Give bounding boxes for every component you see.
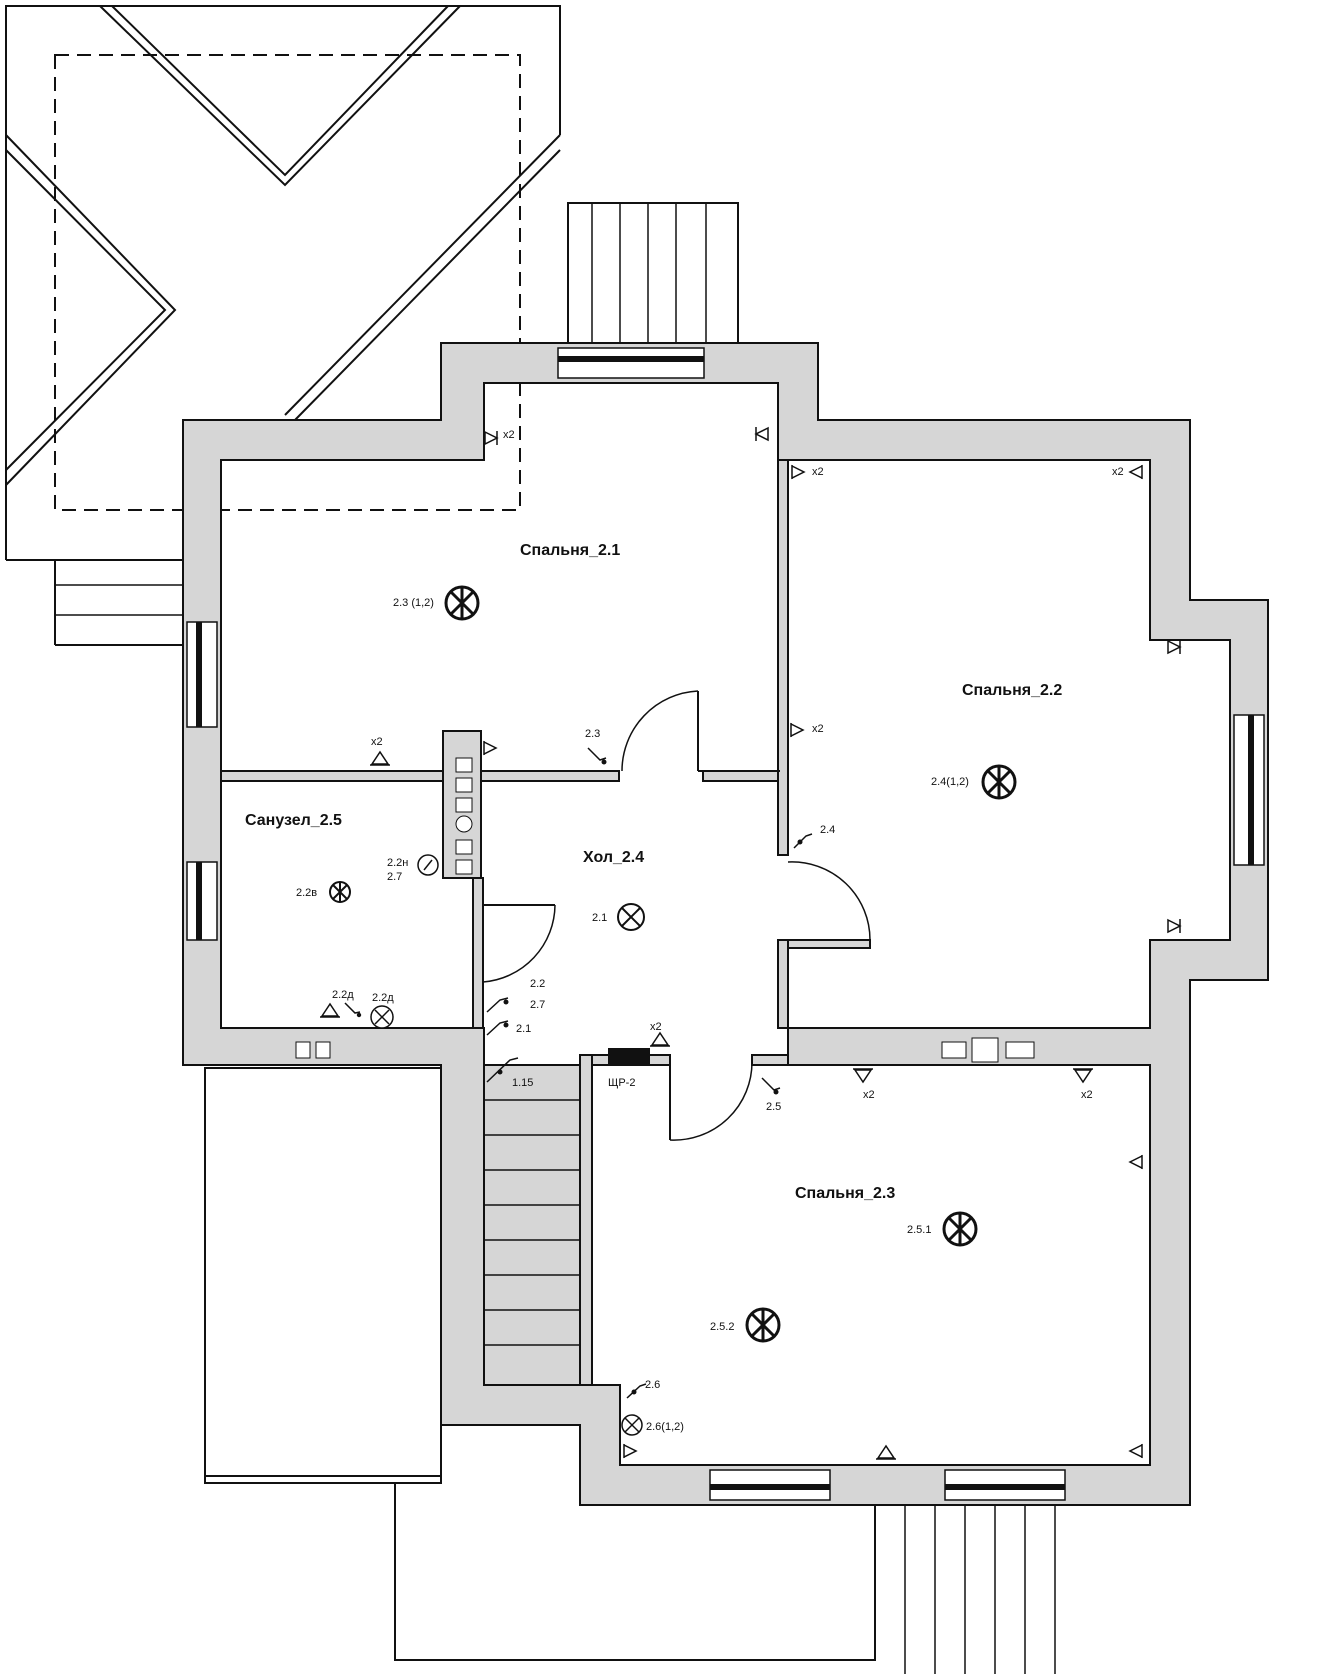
label-2-4-12: 2.4(1,2) — [931, 776, 969, 788]
label-2-6-12: 2.6(1,2) — [646, 1421, 684, 1433]
ceiling-light-icon — [745, 1307, 781, 1343]
switch-icon — [344, 747, 813, 1399]
exterior-walls — [182, 342, 1269, 1506]
room-bedroom-2-1: Спальня_2.1 — [520, 542, 620, 559]
annex-outlines — [204, 1067, 1056, 1674]
label-2-2d-a: 2.2д — [332, 989, 354, 1001]
label-x2: x2 — [1112, 466, 1124, 478]
vent-block-bath — [295, 1041, 331, 1059]
label-2-7-switch: 2.7 — [530, 999, 545, 1011]
label-2-2d-b: 2.2д — [372, 992, 394, 1004]
label-x2: x2 — [863, 1089, 875, 1101]
windows — [186, 347, 1265, 1501]
label-2-1-light: 2.1 — [592, 912, 607, 924]
label-2-7-a: 2.7 — [387, 871, 402, 883]
electrical-panel — [608, 1048, 650, 1066]
label-x2: x2 — [371, 736, 383, 748]
label-2-3-switch: 2.3 — [585, 728, 600, 740]
label-1-15: 1.15 — [512, 1077, 533, 1089]
label-x2: x2 — [503, 429, 515, 441]
label-2-5-2: 2.5.2 — [710, 1321, 734, 1333]
ceiling-light-icon — [329, 881, 351, 903]
label-x2: x2 — [812, 466, 824, 478]
ceiling-light-icon — [981, 764, 1017, 800]
ceiling-light-icon — [942, 1211, 978, 1247]
wall-lamp-icon — [621, 1414, 643, 1436]
vent-block — [455, 757, 473, 875]
room-bathroom-2-5: Санузел_2.5 — [245, 812, 342, 829]
ceiling-light-icon — [444, 585, 480, 621]
outlet-icon — [320, 426, 1182, 1460]
label-2-2-switch: 2.2 — [530, 978, 545, 990]
door-swings — [482, 690, 871, 1141]
hall-light-icon — [617, 903, 645, 931]
label-2-5-switch: 2.5 — [766, 1101, 781, 1113]
label-x2: x2 — [650, 1021, 662, 1033]
fan-icon — [417, 854, 439, 876]
label-2-3-12: 2.3 (1,2) — [393, 597, 434, 609]
label-2-6-switch: 2.6 — [645, 1379, 660, 1391]
label-2-2n: 2.2н — [387, 857, 408, 869]
label-2-4-switch: 2.4 — [820, 824, 835, 836]
top-stairs — [567, 202, 739, 344]
room-bedroom-2-2: Спальня_2.2 — [962, 682, 1062, 699]
label-2-2v: 2.2в — [296, 887, 317, 899]
label-x2: x2 — [812, 723, 824, 735]
panel-label: ЩР-2 — [608, 1077, 635, 1089]
room-bedroom-2-3: Спальня_2.3 — [795, 1185, 895, 1202]
room-hall-2-4: Хол_2.4 — [583, 849, 644, 866]
wall-lamp-icon — [370, 1005, 394, 1029]
label-2-5-1: 2.5.1 — [907, 1224, 931, 1236]
roof-terrace — [5, 5, 561, 646]
inner-stairs — [483, 1064, 581, 1386]
vent-block-right — [941, 1037, 1035, 1063]
label-x2: x2 — [1081, 1089, 1093, 1101]
label-2-1-switch: 2.1 — [516, 1023, 531, 1035]
